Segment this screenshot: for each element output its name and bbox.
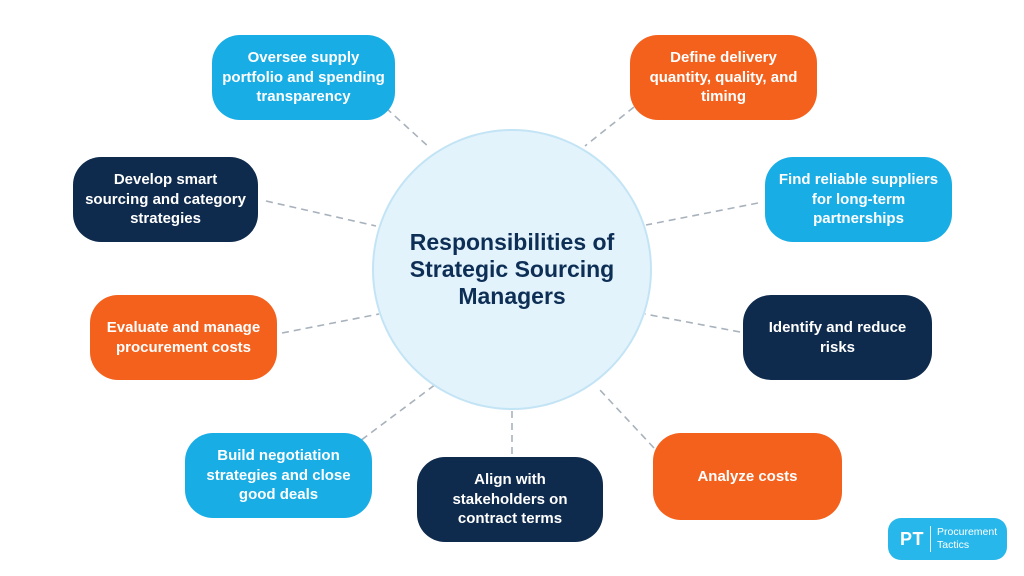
logo-wordmark: Procurement Tactics <box>937 526 997 552</box>
connector-right-upper <box>645 202 759 226</box>
connector-right-middle <box>644 313 741 333</box>
logo-word-line1: Procurement <box>937 526 998 539</box>
box-label: Align with stakeholders on contract term… <box>452 470 568 528</box>
box-identify-reduce-risks: Identify and reduce risks <box>743 295 932 380</box>
diagram-title: Responsibilities of Strategic Sourcing M… <box>409 228 615 310</box>
box-label: Define delivery quantity, quality, and t… <box>649 48 798 106</box>
box-develop-smart-sourcing: Develop smart sourcing and category stra… <box>73 157 258 242</box>
box-label: Identify and reduce risks <box>768 318 907 356</box>
logo-divider <box>930 526 932 552</box>
box-find-reliable-suppliers: Find reliable suppliers for long-term pa… <box>765 157 952 242</box>
connector-top-left <box>385 107 431 149</box>
box-align-stakeholders: Align with stakeholders on contract term… <box>417 457 603 542</box>
procurement-tactics-logo: PT Procurement Tactics <box>888 518 1007 560</box>
box-oversee-supply-portfolio: Oversee supply portfolio and spending tr… <box>212 35 395 120</box>
connector-bottom-left <box>351 383 437 448</box>
connector-bottom-right <box>598 388 655 449</box>
box-label: Find reliable suppliers for long-term pa… <box>778 170 939 228</box>
box-label: Evaluate and manage procurement costs <box>106 318 261 356</box>
box-label: Build negotiation strategies and close g… <box>206 446 351 504</box>
box-label: Develop smart sourcing and category stra… <box>85 170 246 228</box>
box-build-negotiation-strategies: Build negotiation strategies and close g… <box>185 433 372 518</box>
box-analyze-costs: Analyze costs <box>653 433 842 520</box>
logo-initials: PT <box>900 528 925 549</box>
logo-word-line2: Tactics <box>937 539 970 551</box>
central-topic-circle: Responsibilities of Strategic Sourcing M… <box>372 129 652 410</box>
box-evaluate-procurement-costs: Evaluate and manage procurement costs <box>90 295 277 380</box>
connector-top-right <box>584 106 635 147</box>
box-define-delivery: Define delivery quantity, quality, and t… <box>630 35 817 120</box>
box-label: Analyze costs <box>697 467 798 485</box>
box-label: Oversee supply portfolio and spending tr… <box>222 48 385 106</box>
connector-left-upper <box>265 200 377 227</box>
connector-left-middle <box>281 313 380 334</box>
